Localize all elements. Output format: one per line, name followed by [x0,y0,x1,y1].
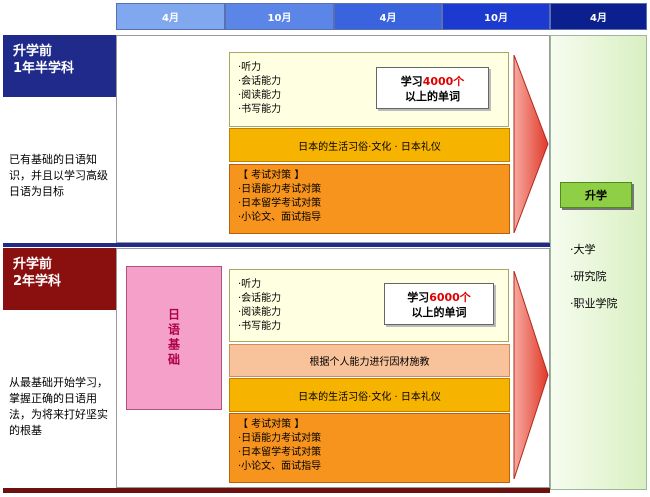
exam-item: ·日语能力考试对策 [238,433,322,444]
exam-item: ·小论文、面试指导 [238,212,322,223]
section-divider [3,243,550,247]
month-header-5: 4月 [550,3,647,30]
track2-description: 从最基础开始学习，掌握正确的日语用法，为将来打好坚实的根基 [9,376,108,437]
month-header-1: 4月 [116,3,225,30]
skill-item: ·书写能力 [238,104,282,115]
track2-vocab-note: 学习6000个 以上的单词 [384,283,494,325]
destination-item: ·职业学院 [570,297,618,310]
japanese-foundation-box: 日语基础 [126,266,222,410]
month-header-2: 10月 [225,3,334,30]
exam-title: 【 考试对策 】 [238,419,305,430]
foundation-label: 日语基础 [166,308,181,368]
skill-item: ·阅读能力 [238,307,282,318]
exam-item: ·小论文、面试指导 [238,461,322,472]
track1-exam-box: 【 考试对策 】 ·日语能力考试对策 ·日本留学考试对策 ·小论文、面试指导 [229,164,510,234]
track1-title-line1: 升学前 [13,44,53,59]
destination-list: ·大学 ·研究院 ·职业学院 [570,236,645,317]
track2-frame [116,248,550,488]
exam-item: ·日本留学考试对策 [238,198,322,209]
promotion-badge: 升学 [560,182,632,208]
note-number: 6000个 [429,291,471,304]
note-suffix: 以上的单词 [405,90,460,103]
bottom-divider [3,488,550,493]
track2-title: 升学前 2年学科 [3,248,116,310]
month-header-3: 4月 [334,3,442,30]
track2-exam-box: 【 考试对策 】 ·日语能力考试对策 ·日本留学考试对策 ·小论文、面试指导 [229,413,510,483]
track1-title: 升学前 1年半学科 [3,35,116,97]
track2-title-line2: 2年学科 [13,274,62,289]
skill-item: ·阅读能力 [238,90,282,101]
track2-skills-box: ·听力 ·会话能力 ·阅读能力 ·书写能力 [229,269,509,342]
note-suffix: 以上的单词 [411,306,467,319]
exam-item: ·日语能力考试对策 [238,184,322,195]
track1-description: 已有基础的日语知识，并且以学习高级日语为目标 [9,153,108,198]
track1-culture-bar: 日本的生活习俗·文化 · 日本礼仪 [229,128,510,162]
skill-item: ·书写能力 [238,321,282,332]
note-prefix: 学习 [407,291,430,304]
track1-vocab-note: 学习4000个 以上的单词 [376,67,489,109]
exam-title: 【 考试对策 】 [238,170,305,181]
note-prefix: 学习 [400,75,423,88]
individual-teaching-bar: 根据个人能力进行因材施教 [229,344,510,377]
track1-frame [116,35,550,243]
skill-item: ·会话能力 [238,76,282,87]
month-header-4: 10月 [442,3,550,30]
track2-arrow-icon [513,271,549,479]
destination-item: ·研究院 [570,270,607,283]
track2-culture-bar: 日本的生活习俗·文化 · 日本礼仪 [229,378,510,412]
exam-item: ·日本留学考试对策 [238,447,322,458]
track2-title-line1: 升学前 [13,257,53,272]
promotion-column [550,35,647,490]
skill-item: ·听力 [238,279,262,290]
track1-title-line2: 1年半学科 [13,61,75,76]
skill-item: ·会话能力 [238,293,282,304]
skill-item: ·听力 [238,62,262,73]
note-number: 4000个 [422,75,465,88]
track1-arrow-icon [513,55,549,233]
destination-item: ·大学 [570,243,596,256]
